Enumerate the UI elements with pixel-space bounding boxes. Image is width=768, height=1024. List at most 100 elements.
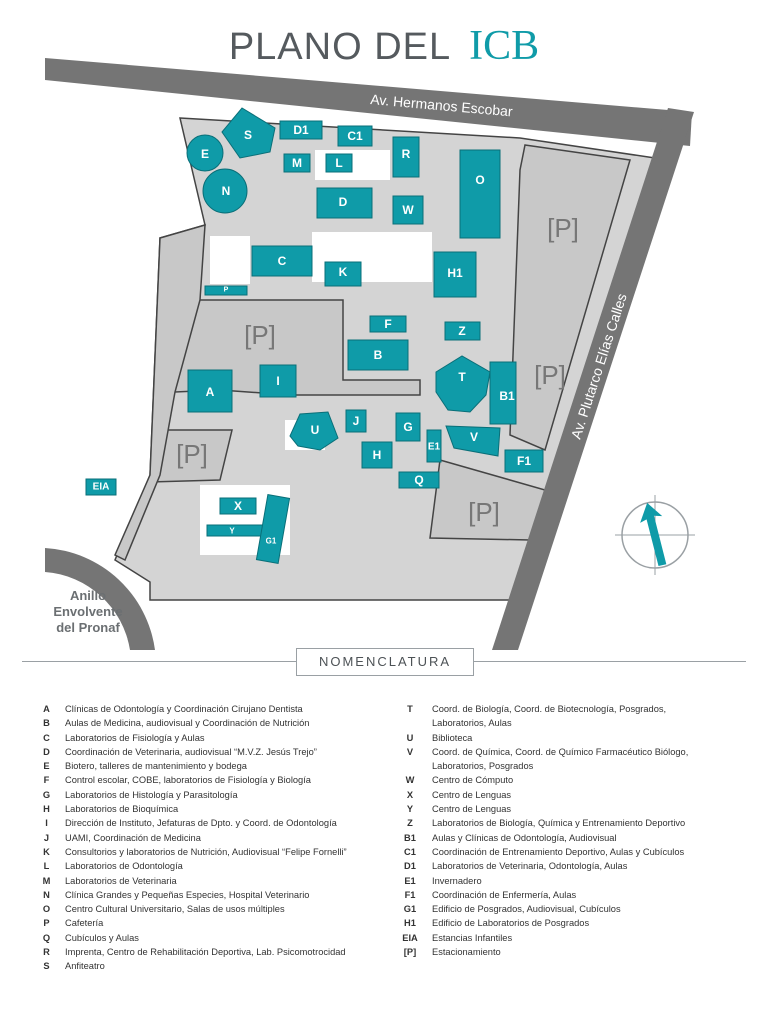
legend-description: Centro de Lenguas [432,804,512,815]
legend-item: S Anfiteatro [34,959,394,973]
legend-description: Clínicas de Odontología y Coordinación C… [65,704,303,714]
building-M[interactable] [283,153,311,173]
building-label-L: L [335,156,342,170]
building-Y[interactable] [206,524,266,537]
building-E[interactable] [186,134,224,172]
building-Q[interactable] [398,471,440,489]
legend-description: Consultorios y laboratorios de Nutrición… [65,846,347,857]
building-label-S: S [244,128,252,142]
building-label-I: I [276,374,279,388]
legend-description: Centro de Lenguas [432,789,512,800]
legend-code: F1 [404,889,416,900]
building-label-D1: D1 [293,123,309,137]
building-H[interactable] [361,441,393,469]
legend-code: H [43,804,50,815]
legend-code: C [43,732,50,743]
building-T[interactable] [435,355,491,413]
road-anillo-pronaf [45,548,155,650]
building-O[interactable] [459,149,501,239]
road-plutarco-elias-calles [492,108,694,650]
legend-description: Imprenta, Centro de Rehabilitación Depor… [65,947,346,958]
building-label-B1: B1 [499,389,515,403]
building-D1[interactable] [279,120,323,140]
building-C[interactable] [251,245,313,277]
building-S[interactable] [221,107,276,159]
legend-code: P [43,918,50,929]
building-P[interactable] [204,285,248,296]
building-label-O: O [475,173,484,187]
legend-code: L [43,861,50,872]
building-B1[interactable] [489,361,517,425]
building-R[interactable] [392,136,420,178]
legend-description: Invernadero [432,875,482,886]
legend-description: Coordinación de Enfermería, Aulas [432,889,577,900]
building-I[interactable] [259,364,297,398]
legend-code: Q [42,932,51,943]
building-label-K: K [339,265,348,279]
building-label-A: A [206,385,215,399]
legend-code: U [406,732,414,743]
legend-description: Coordinación de Entrenamiento Deportivo,… [432,846,685,857]
building-Z[interactable] [444,321,481,341]
legend-description: Biblioteca [432,732,473,743]
parking-lot-ne [509,144,631,452]
building-label-J: J [353,414,360,428]
legend-code: O [42,904,51,915]
building-label-W: W [402,203,414,217]
building-V[interactable] [445,425,501,457]
building-U[interactable] [289,411,339,451]
building-E1[interactable] [426,429,442,463]
parking-label: [P] [534,360,566,390]
building-W[interactable] [392,195,424,225]
building-label-N: N [222,184,231,198]
building-J[interactable] [345,409,367,433]
building-label-E: E [201,147,209,161]
building-G[interactable] [395,412,421,442]
building-label-F1: F1 [517,454,531,468]
road-hermanos-escobar [45,58,692,146]
building-N[interactable] [202,168,248,214]
building-C1[interactable] [337,125,373,147]
building-B[interactable] [347,339,409,371]
legend-item: [P]Estacionamiento [396,945,736,959]
building-F[interactable] [369,315,407,333]
legend-description: UAMI, Coordinación de Medicina [65,832,201,843]
building-label-C: C [278,254,287,268]
west-strip [114,223,206,562]
ring-label-2: Envolvente [53,604,122,619]
legend-description: Centro de Cómputo [432,775,514,786]
building-EIA[interactable] [85,478,117,496]
building-F1[interactable] [504,449,544,473]
building-label-G1: G1 [266,537,277,546]
building-A[interactable] [187,369,233,413]
building-L[interactable] [325,153,353,173]
legend-code: S [43,961,50,972]
building-G1[interactable] [255,494,291,564]
legend-description: Anfiteatro [65,961,105,972]
building-label-E1: E1 [428,442,441,453]
ring-label-3: del Pronaf [56,620,120,635]
legend-code: G1 [403,904,417,915]
building-K[interactable] [324,261,362,287]
building-label-Y: Y [229,527,235,536]
legend-description: Clínica Grandes y Pequeñas Especies, Hos… [65,889,310,900]
legend-description: Coord. de Química, Coord. de Químico Far… [432,746,689,757]
building-X[interactable] [219,497,257,515]
legend-code: Z [407,818,413,829]
legend-description: Centro Cultural Universitario, Salas de … [65,904,285,915]
legend-code [396,716,424,730]
legend-code: I [45,818,48,829]
building-label-H1: H1 [447,266,463,280]
legend-description: Aulas de Medicina, audiovisual y Coordin… [65,718,310,729]
building-H1[interactable] [433,251,477,298]
building-label-X: X [234,499,242,513]
building-D[interactable] [316,187,373,219]
